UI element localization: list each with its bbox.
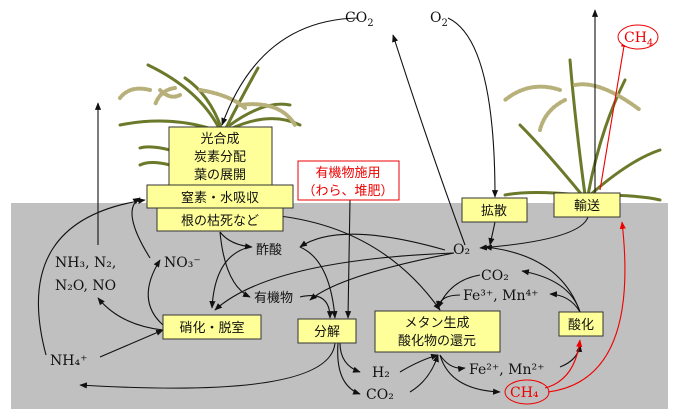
svg-text:光合成: 光合成 xyxy=(200,132,239,147)
svg-text:拡散: 拡散 xyxy=(481,204,507,219)
label-soil-co2: CO₂ xyxy=(481,268,509,284)
label-gases-line2: N₂O, NO xyxy=(55,278,116,294)
svg-text:炭素分配: 炭素分配 xyxy=(194,150,246,165)
transport-box: 輸送 xyxy=(553,192,621,218)
photosynthesis-box: 光合成 炭素分配 葉の展開 xyxy=(168,126,273,186)
organic-input-box: 有機物施用 （わら、堆肥） xyxy=(297,160,400,201)
methanogenesis-box: メタン生成 酸化物の還元 xyxy=(374,310,501,353)
label-acetate: 酢酸 xyxy=(256,243,282,258)
label-gases-line1: NH₃, N₂, xyxy=(55,255,116,271)
label-reduced-metals: Fe²⁺, Mn²⁺ xyxy=(469,362,545,378)
svg-text:（わら、堆肥）: （わら、堆肥） xyxy=(302,184,393,199)
decomposition-box: 分解 xyxy=(297,318,357,344)
rice-plant-left xyxy=(118,63,302,167)
atmosphere-ch4: CH4 xyxy=(624,30,653,49)
diffusion-box: 拡散 xyxy=(461,197,528,223)
nitrification-box: 硝化・脱室 xyxy=(162,314,262,340)
svg-text:硝化・脱室: 硝化・脱室 xyxy=(179,320,244,336)
svg-text:有機物施用: 有機物施用 xyxy=(315,166,380,181)
label-nitrate: NO₃⁻ xyxy=(164,255,201,271)
svg-text:酸化: 酸化 xyxy=(568,318,594,333)
atmosphere-ch4-ellipse xyxy=(617,24,659,50)
svg-text:メタン生成: メタン生成 xyxy=(404,316,469,331)
svg-text:窒素・水吸収: 窒素・水吸収 xyxy=(181,190,259,206)
soil-layer xyxy=(11,203,668,409)
oxidation-box: 酸化 xyxy=(558,311,604,337)
svg-text:分解: 分解 xyxy=(314,325,340,340)
methane-arrows xyxy=(544,39,627,393)
label-oxidized-metals: Fe³⁺, Mn⁴⁺ xyxy=(463,288,539,304)
label-soil-ch4: CH₄ xyxy=(510,385,539,401)
label-organic-matter: 有機物 xyxy=(254,291,293,306)
soil-ch4-ellipse xyxy=(504,379,550,405)
atmosphere-co2: CO2 xyxy=(345,10,374,29)
label-bottom-co2: CO₂ xyxy=(366,387,394,403)
label-h2: H₂ xyxy=(372,365,390,381)
svg-text:酸化物の還元: 酸化物の還元 xyxy=(398,334,476,349)
atmosphere-o2: O2 xyxy=(430,10,448,29)
uptake-box: 窒素・水吸収 xyxy=(146,184,294,209)
svg-text:輸送: 輸送 xyxy=(574,199,600,214)
root-box: 根の枯死など xyxy=(156,206,284,232)
svg-text:根の枯死など: 根の枯死など xyxy=(181,214,259,229)
flow-arrows xyxy=(37,9,599,395)
svg-text:葉の展開: 葉の展開 xyxy=(194,168,246,183)
label-soil-o2: O₂ xyxy=(453,242,470,258)
rice-plant-right xyxy=(503,58,662,202)
label-ammonium: NH₄⁺ xyxy=(50,353,87,369)
